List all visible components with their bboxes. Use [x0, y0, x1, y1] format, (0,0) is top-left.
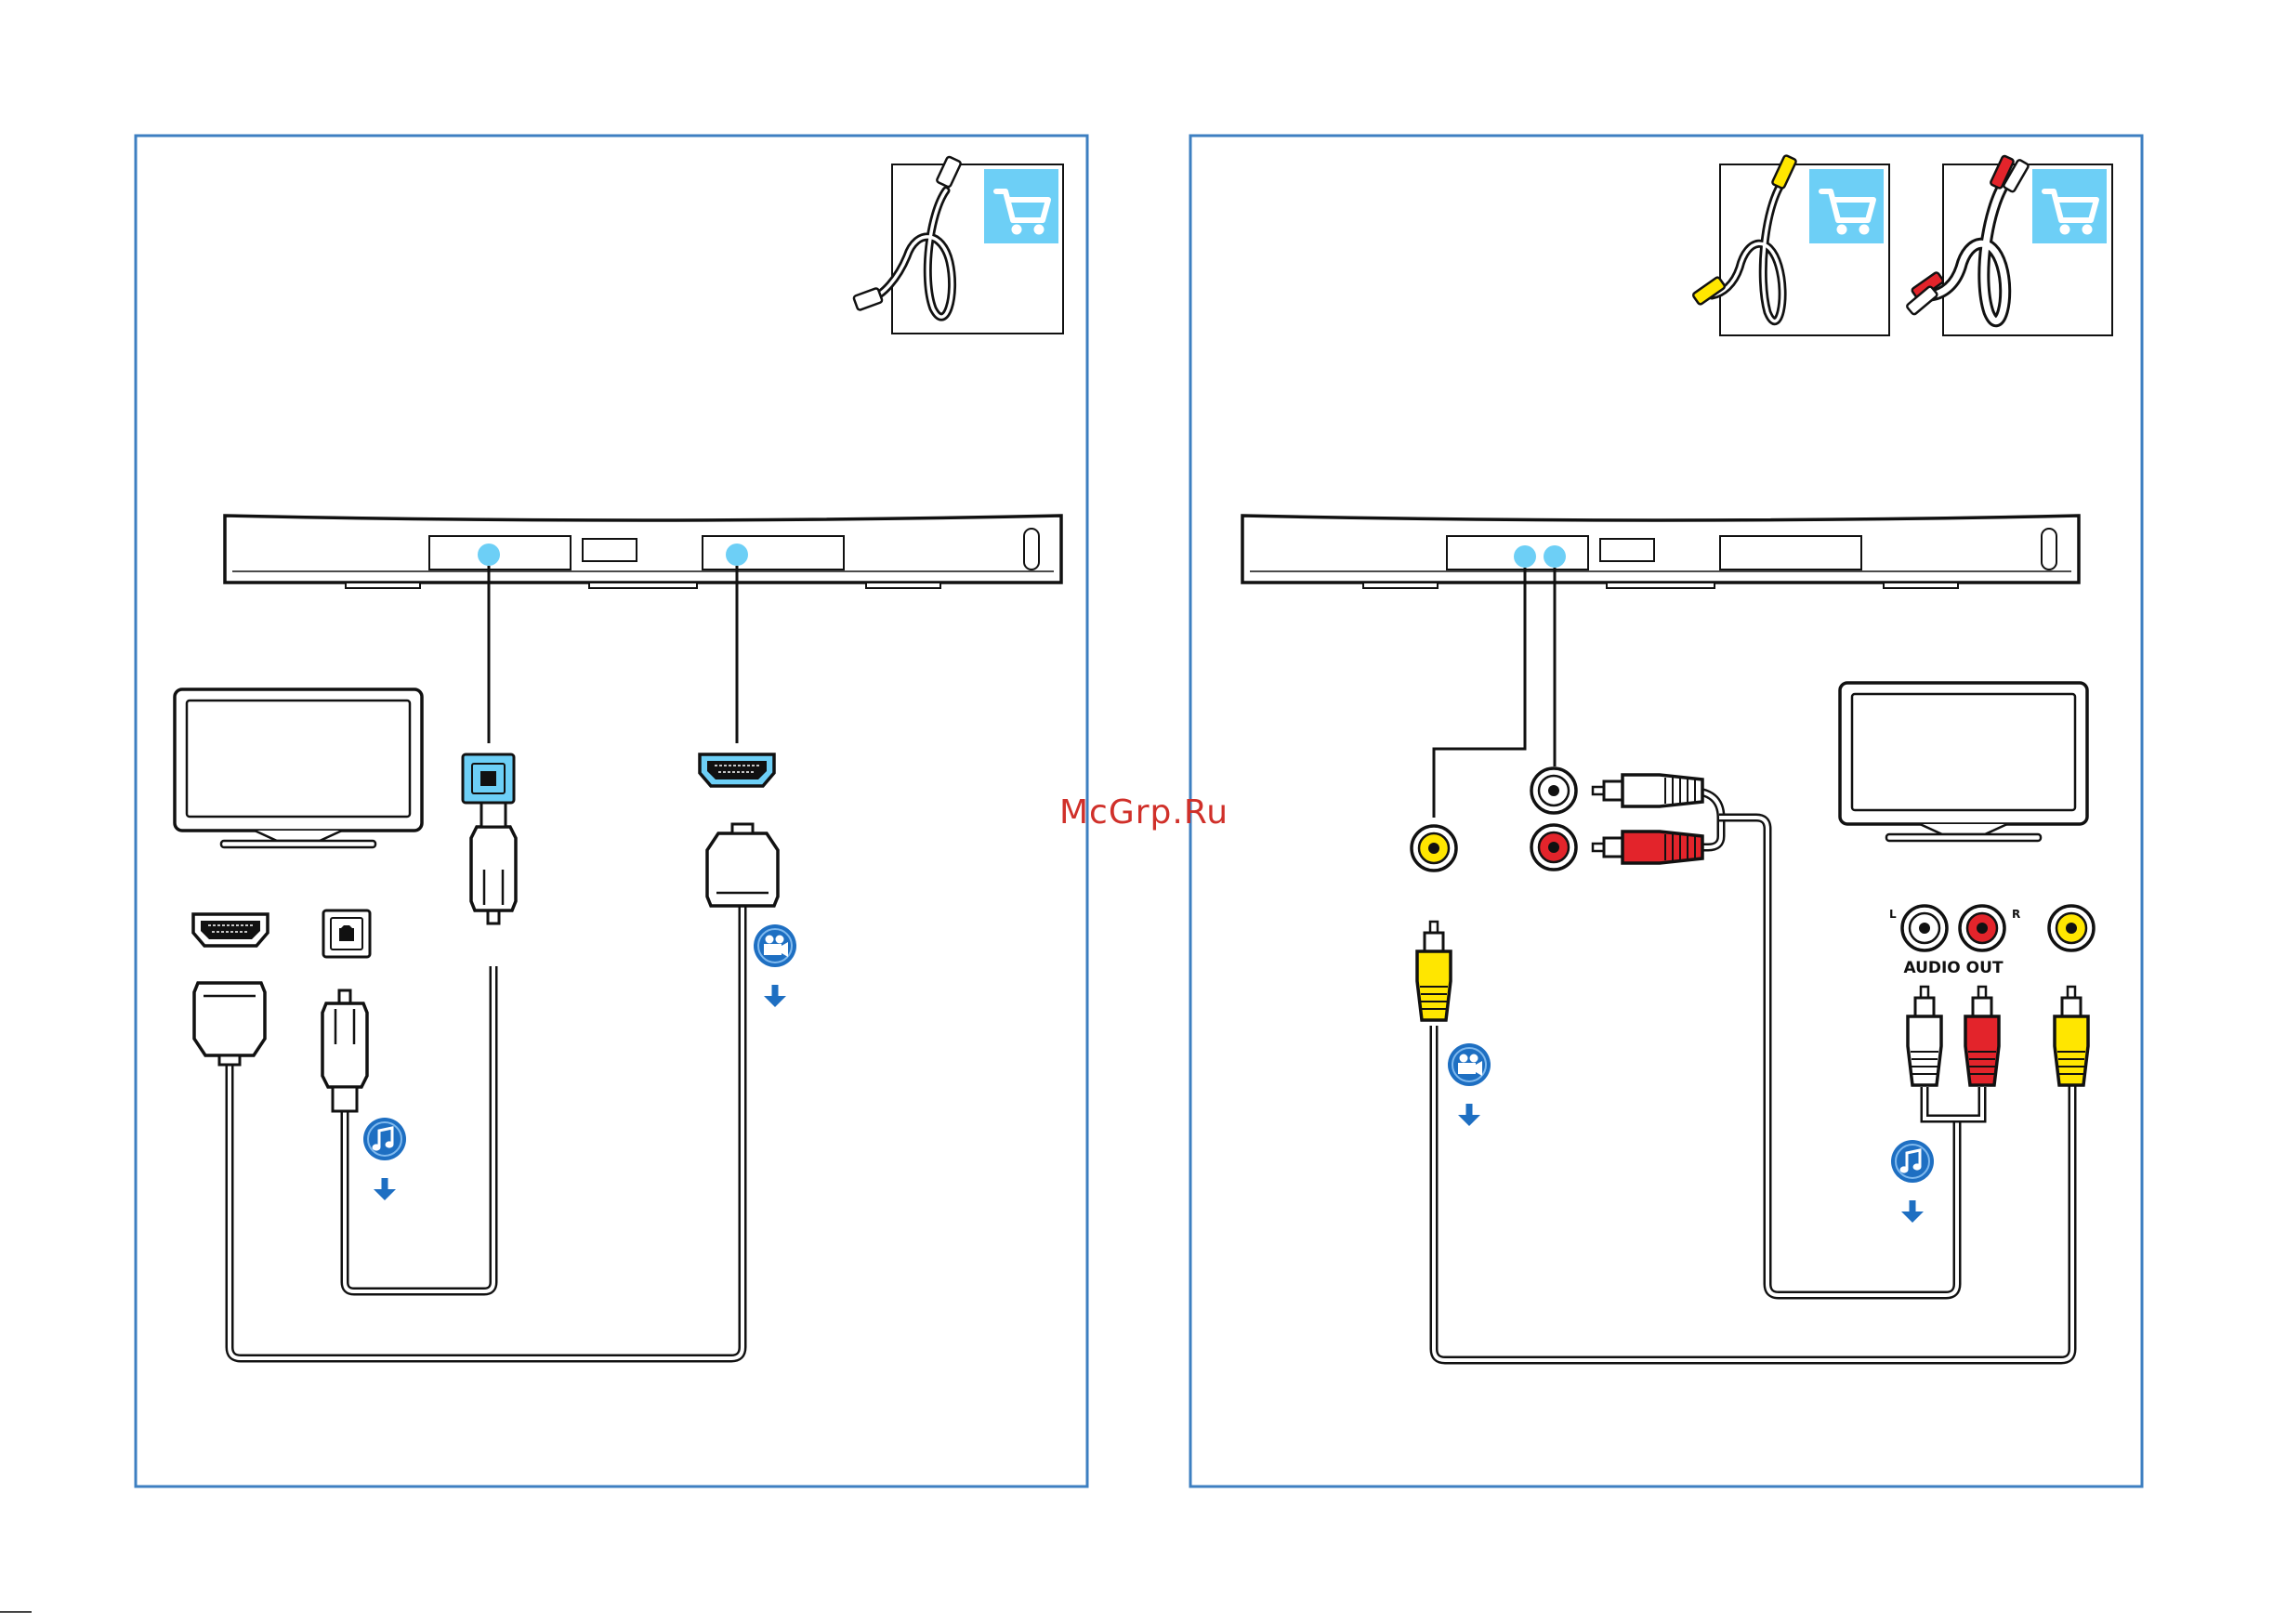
label-audio-out: AUDIO OUT	[1903, 959, 2004, 977]
watermark: McGrp.Ru	[1059, 793, 1228, 832]
soundbar-audio-l-socket	[1531, 768, 1576, 813]
composite-cable-accessory	[1692, 155, 1889, 335]
soundbar-video-plug	[1417, 922, 1451, 1020]
tv-optical-plug	[322, 990, 367, 1111]
tv-audio-out-r-socket	[1960, 906, 2004, 950]
soundbar-audio-r-socket	[1531, 825, 1576, 870]
tv-video-out-socket	[2049, 906, 2094, 950]
tv-hdmi-socket	[193, 914, 268, 946]
cart-icon	[2032, 169, 2107, 243]
tv-hdmi-plug	[194, 983, 265, 1065]
tv	[175, 689, 422, 847]
soundbar	[225, 516, 1061, 588]
label-left: L	[1889, 908, 1897, 921]
soundbar-audio-r-plug	[1593, 832, 1702, 863]
page-edge-mark	[0, 1611, 32, 1613]
tv-audio-l-plug	[1908, 987, 1941, 1085]
soundbar-audio-l-plug	[1593, 775, 1702, 806]
panel-analog: L R AUDIO OUT	[1190, 136, 2142, 1486]
tv-audio-r-plug	[1965, 987, 1999, 1085]
tv-optical-socket	[323, 910, 370, 957]
tv-audio-out-l-socket	[1902, 906, 1947, 950]
optical-port-marker	[478, 544, 500, 566]
video-camera-icon	[754, 924, 796, 1007]
label-right: R	[2012, 908, 2020, 921]
tv-video-plug	[2055, 987, 2088, 1085]
video-camera-icon	[1448, 1043, 1491, 1126]
soundbar-optical-socket	[463, 754, 514, 803]
soundbar-hdmi-socket	[700, 754, 774, 786]
music-note-icon	[363, 1118, 406, 1200]
audio-port-marker	[1544, 545, 1566, 568]
tv	[1840, 683, 2087, 841]
soundbar	[1242, 516, 2079, 588]
panel-digital	[136, 136, 1087, 1486]
soundbar-video-in-socket	[1412, 826, 1456, 871]
cart-icon	[1809, 169, 1884, 243]
cart-icon	[984, 169, 1058, 243]
soundbar-optical-plug	[471, 803, 516, 923]
music-note-icon	[1891, 1140, 1934, 1223]
optical-cable-accessory	[853, 156, 1063, 334]
hdmi-port-marker	[726, 544, 748, 566]
video-port-marker	[1514, 545, 1536, 568]
audio-cable-accessory	[1906, 155, 2112, 335]
soundbar-hdmi-plug	[707, 824, 778, 906]
